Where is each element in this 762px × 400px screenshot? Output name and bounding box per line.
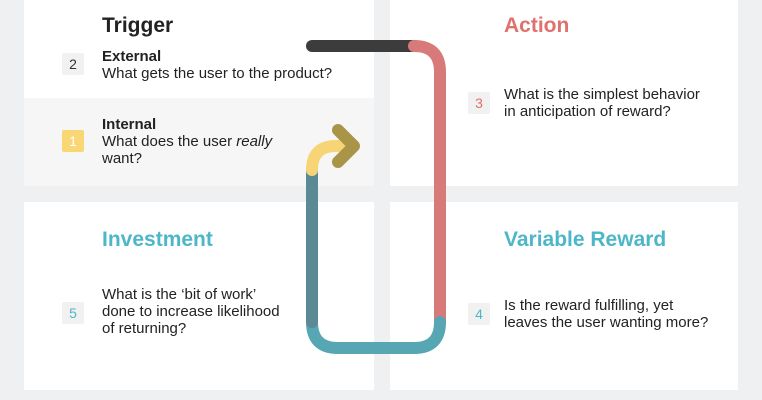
loop-right-segment: [408, 40, 446, 328]
trigger-title: Trigger: [102, 14, 174, 37]
investment-question-line: done to increase likelihood: [102, 303, 280, 320]
action-question: What is the simplest behavior in anticip…: [504, 86, 700, 120]
loop-bottom-segment: [306, 316, 446, 354]
external-trigger-number: 2: [62, 53, 84, 75]
internal-question-part: What does the user: [102, 133, 237, 150]
loop-arrowhead: [332, 124, 360, 168]
reward-panel: Variable Reward 4 Is the reward fulfilli…: [390, 202, 738, 390]
action-title: Action: [504, 14, 570, 37]
trigger-panel: Trigger 2 External What gets the user to…: [24, 0, 374, 186]
investment-question-line: What is the ‘bit of work’: [102, 286, 257, 303]
investment-question-line: of returning?: [102, 320, 187, 337]
action-number: 3: [468, 92, 490, 114]
reward-title: Variable Reward: [504, 228, 667, 251]
external-trigger-text: External What gets the user to the produ…: [102, 48, 332, 82]
reward-number: 4: [468, 303, 490, 325]
action-question-line: in anticipation of reward?: [504, 103, 671, 120]
external-trigger-question: What gets the user to the product?: [102, 65, 333, 82]
internal-trigger-question-end: want?: [102, 150, 143, 167]
reward-question: Is the reward fulfilling, yet leaves the…: [504, 297, 708, 331]
action-question-line: What is the simplest behavior: [504, 86, 700, 103]
investment-title: Investment: [102, 228, 213, 251]
investment-question: What is the ‘bit of work’ done to increa…: [102, 286, 280, 337]
internal-question-emphasis: really: [236, 133, 273, 150]
internal-trigger-heading: Internal: [102, 116, 157, 133]
internal-trigger-question: What does the user really: [102, 133, 272, 150]
external-trigger-heading: External: [102, 48, 162, 65]
reward-question-line: Is the reward fulfilling, yet: [504, 297, 674, 314]
investment-number: 5: [62, 302, 84, 324]
action-panel: Action 3 What is the simplest behavior i…: [390, 0, 738, 186]
loop-curve-segment: [306, 140, 352, 176]
internal-trigger-number: 1: [62, 130, 84, 152]
internal-trigger-text: Internal What does the user really want?: [102, 116, 272, 167]
reward-question-line: leaves the user wanting more?: [504, 314, 709, 331]
